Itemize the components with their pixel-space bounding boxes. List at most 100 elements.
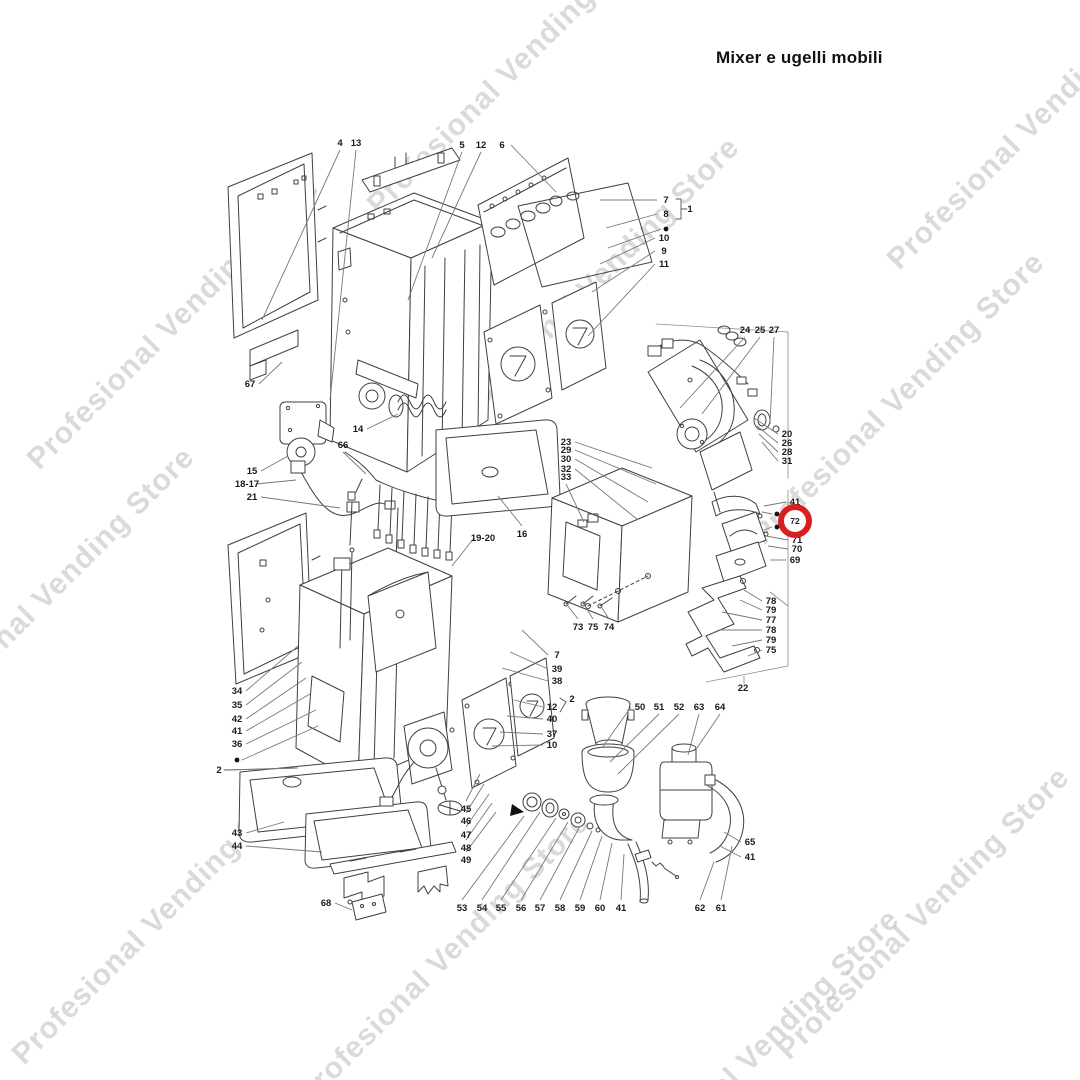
leader-line (758, 433, 779, 453)
watermark-text: Profesional Vending Store (881, 0, 1080, 276)
part-number-label: 10 (659, 233, 670, 244)
leader-line (501, 667, 549, 682)
leader-line (574, 449, 657, 485)
part-number-label: 48 (461, 843, 472, 854)
part-number-label: 32 (561, 464, 572, 475)
leader-line (497, 495, 523, 527)
clamp-lever-group (711, 491, 769, 583)
leader-line (513, 699, 544, 708)
part-number-label: 57 (535, 903, 546, 914)
small-fittings (634, 849, 679, 879)
part-number-label: 19-20 (471, 533, 495, 544)
part-number-label: 37 (547, 729, 558, 740)
leader-line (696, 713, 721, 749)
leader-line (255, 479, 297, 485)
part-number-label: 7 (554, 650, 559, 661)
rear-panel-top (227, 152, 327, 339)
leader-line (520, 821, 569, 901)
part-number-label: 43 (232, 828, 243, 839)
highlighted-part-number: 72 (790, 516, 800, 526)
part-number-label: 44 (232, 841, 243, 852)
part-number-label: 78 (766, 625, 777, 636)
watermark-text: Profesional Vending Store (0, 441, 201, 746)
leader-line (769, 336, 775, 425)
part-number-label: 2 (216, 765, 221, 776)
upper-cabinet (329, 192, 493, 473)
part-number-label: 45 (461, 804, 472, 815)
clip-comb (417, 865, 449, 895)
part-number-label: 26 (782, 438, 793, 449)
leader-line (245, 661, 303, 706)
leader-line (258, 361, 283, 385)
part-number-label: 21 (247, 492, 258, 503)
leader-line (605, 213, 658, 229)
part-number-label: 42 (232, 714, 243, 725)
part-number-label: 66 (338, 440, 349, 451)
part-number-label: 65 (745, 837, 756, 848)
leader-line (245, 845, 323, 853)
part-number-label: 53 (457, 903, 468, 914)
leader-line (574, 458, 649, 503)
part-number-label: 40 (547, 714, 558, 725)
part-number-label: 79 (766, 635, 777, 646)
logo-plate-b (551, 281, 607, 391)
leader-line (366, 413, 399, 430)
part-number-label: 52 (674, 702, 685, 713)
bullet-marker-layer (234, 226, 780, 763)
leader-line (334, 902, 353, 911)
part-number-label: 12 (476, 140, 487, 151)
part-number-label: 61 (716, 903, 727, 914)
part-number-label: 22 (738, 683, 749, 694)
part-number-label: 73 (573, 622, 584, 633)
part-number-label: 23 (561, 437, 572, 448)
part-number-label: 35 (232, 700, 243, 711)
part-number-label: 39 (552, 664, 563, 675)
leader-line (591, 250, 656, 293)
leader-line (465, 793, 490, 828)
leader-line (584, 605, 594, 620)
leader-line (465, 783, 485, 814)
leader-line (721, 611, 763, 621)
part-number-label: 12 (547, 702, 558, 713)
leader-lines-layer (227, 144, 789, 911)
leader-line (747, 649, 763, 657)
leader-line (731, 639, 763, 647)
leader-line (510, 144, 557, 193)
part-number-label: 54 (477, 903, 488, 914)
top-rail (361, 147, 461, 193)
leader-line (719, 845, 742, 858)
leader-line (567, 605, 579, 620)
leader-line (753, 417, 779, 435)
perforated-strip (477, 157, 585, 286)
part-number-label: 11 (659, 259, 670, 270)
part-number-label: 33 (561, 472, 572, 483)
leader-line (761, 441, 779, 462)
highlight-circle-layer: 72 (778, 504, 812, 538)
bellows-spring (358, 382, 447, 418)
bullet-leaders (241, 228, 773, 761)
wiring-loom (344, 451, 457, 561)
z-bracket (685, 575, 761, 673)
blower-unit (279, 401, 335, 467)
leader-line (407, 151, 463, 301)
part-number-label: 62 (695, 903, 706, 914)
leader-line (617, 713, 680, 775)
leader-line (245, 677, 307, 720)
part-number-label: 29 (561, 445, 572, 456)
leader-line (329, 149, 357, 401)
part-number-label: 46 (461, 816, 472, 827)
part-number-label: 27 (769, 325, 780, 336)
leader-line (767, 545, 789, 550)
leader-line (601, 706, 632, 749)
part-number-label: 50 (635, 702, 646, 713)
leader-line (245, 709, 317, 745)
leader-line (461, 815, 525, 901)
leader-line (465, 811, 497, 853)
leader-line (521, 629, 549, 656)
plate-68 (351, 893, 387, 921)
leader-line (756, 425, 779, 444)
part-number-label: 9 (661, 246, 666, 257)
part-number-label: 41 (790, 497, 801, 508)
